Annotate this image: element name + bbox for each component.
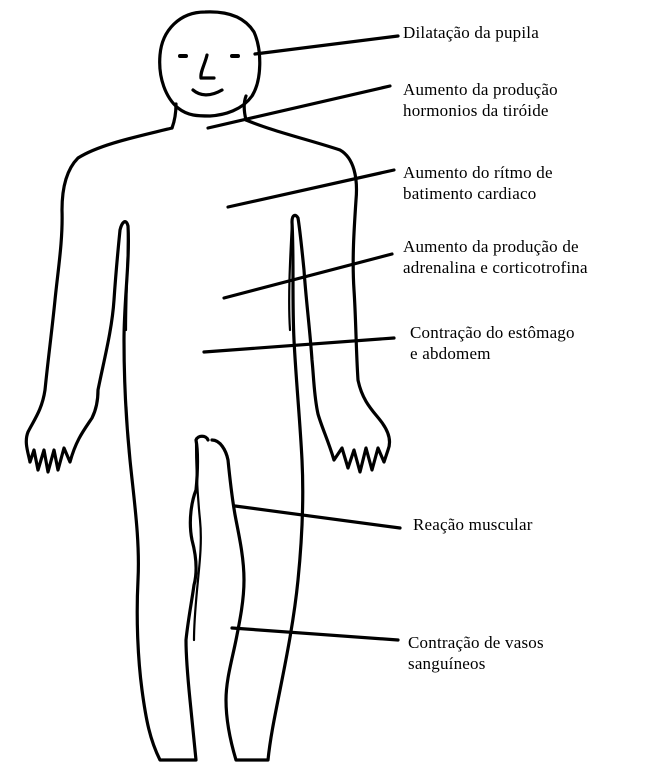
left-arm-inner xyxy=(126,226,128,330)
pointer-thyroid xyxy=(208,86,390,128)
body-outline-left xyxy=(26,128,208,760)
pointer-muscle xyxy=(235,506,400,528)
label-muscle-reaction: Reação muscular xyxy=(413,514,533,535)
pointer-adrenaline xyxy=(224,254,392,298)
label-pupil-line-1: Dilatação da pupila xyxy=(403,22,539,43)
body-outline-right xyxy=(212,120,390,760)
label-adrenaline: Aumento da produção de adrenalina e cort… xyxy=(403,236,588,278)
pointer-vessels xyxy=(232,628,398,640)
label-thyroid-line-2: hormonios da tiróide xyxy=(403,100,558,121)
label-thyroid-line-1: Aumento da produção xyxy=(403,79,558,100)
label-muscle-line-1: Reação muscular xyxy=(413,514,533,535)
label-adrenaline-line-2: adrenalina e corticotrofina xyxy=(403,257,588,278)
label-heart-line-2: batimento cardiaco xyxy=(403,183,553,204)
label-stomach-line-2: e abdomem xyxy=(410,343,575,364)
label-vessels-line-1: Contração de vasos xyxy=(408,632,544,653)
label-pupil-dilation: Dilatação da pupila xyxy=(403,22,539,43)
label-thyroid-hormones: Aumento da produção hormonios da tiróide xyxy=(403,79,558,121)
label-vessels-line-2: sanguíneos xyxy=(408,653,544,674)
pointer-pupil xyxy=(255,36,398,54)
label-heart-line-1: Aumento do rítmo de xyxy=(403,162,553,183)
pointer-stomach xyxy=(204,338,394,352)
label-heart-rate: Aumento do rítmo de batimento cardiaco xyxy=(403,162,553,204)
label-stomach-contraction: Contração do estômago e abdomem xyxy=(410,322,575,364)
pointer-heart xyxy=(228,170,394,207)
face-mouth xyxy=(193,90,222,95)
label-adrenaline-line-1: Aumento da produção de xyxy=(403,236,588,257)
label-stomach-line-1: Contração do estômago xyxy=(410,322,575,343)
leg-seam xyxy=(194,440,201,640)
label-vessel-contraction: Contração de vasos sanguíneos xyxy=(408,632,544,674)
face-nose xyxy=(201,55,214,78)
